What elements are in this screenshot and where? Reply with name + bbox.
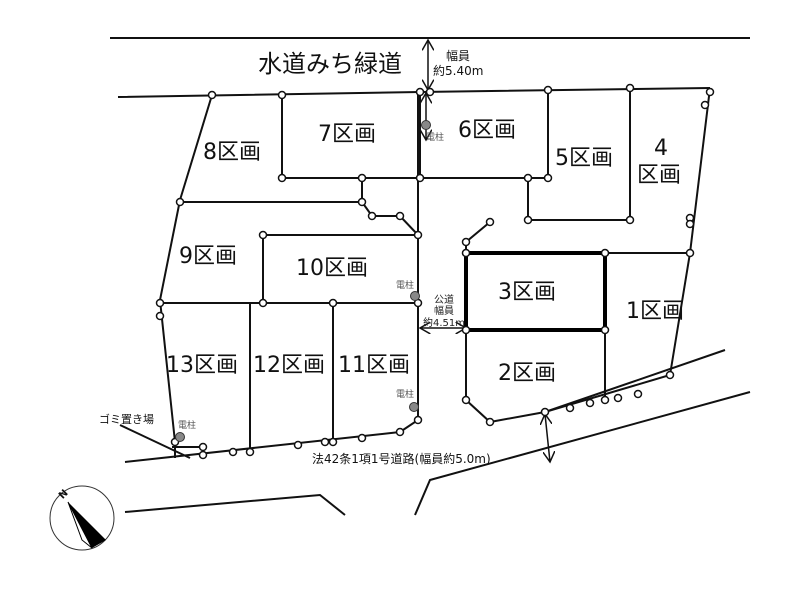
- boundary-marker: [665, 370, 675, 380]
- boundary-marker: [425, 87, 435, 97]
- boundary-marker: [600, 248, 610, 258]
- lot-13: 13区画: [166, 353, 238, 378]
- boundary-marker: [625, 215, 635, 225]
- boundary-marker: [600, 395, 610, 405]
- public-road-width-value: 約4.51m: [423, 318, 466, 329]
- boundary-line: [124, 431, 401, 463]
- lot-1: 1区画: [626, 299, 684, 324]
- lot-11: 11区画: [338, 353, 410, 378]
- boundary-marker: [395, 211, 405, 221]
- boundary-marker: [293, 440, 303, 450]
- boundary-line: [119, 424, 191, 459]
- lot-7: 7区画: [318, 122, 376, 147]
- lot-2: 2区画: [498, 361, 556, 386]
- boundary-marker: [613, 393, 623, 403]
- boundary-marker: [198, 442, 208, 452]
- boundary-line: [544, 349, 726, 413]
- boundary-marker: [415, 173, 425, 183]
- boundary-line: [180, 178, 363, 203]
- utility-pole-label-3: 電柱: [396, 390, 415, 400]
- boundary-marker: [367, 211, 377, 221]
- lot-4-label: 区画: [637, 163, 682, 188]
- road-north-width-value: 約5.40m: [433, 64, 484, 78]
- boundary-marker: [277, 173, 287, 183]
- boundary-marker: [540, 407, 550, 417]
- boundary-marker: [565, 403, 575, 413]
- boundary-marker: [543, 173, 553, 183]
- boundary-marker: [413, 230, 423, 240]
- lot-3-highlight: [464, 251, 607, 332]
- lot-12: 12区画: [253, 353, 325, 378]
- utility-pole-icon: [175, 432, 185, 442]
- boundary-marker: [357, 197, 367, 207]
- boundary-marker: [461, 248, 471, 258]
- boundary-marker: [523, 173, 533, 183]
- boundary-marker: [543, 85, 553, 95]
- boundary-marker: [461, 237, 471, 247]
- boundary-line: [117, 87, 711, 98]
- dimension-arrow: [545, 414, 550, 462]
- boundary-marker: [328, 298, 338, 308]
- boundary-marker: [461, 395, 471, 405]
- boundary-marker: [228, 447, 238, 457]
- boundary-marker: [700, 100, 710, 110]
- utility-pole-icon: [409, 402, 419, 412]
- lot-9: 9区画: [179, 244, 237, 269]
- boundary-line: [399, 92, 419, 433]
- boundary-marker: [633, 389, 643, 399]
- boundary-marker: [328, 437, 338, 447]
- lot-10: 10区画: [296, 256, 368, 281]
- boundary-line: [361, 201, 419, 236]
- boundary-line: [124, 493, 346, 516]
- boundary-marker: [625, 83, 635, 93]
- boundary-marker: [485, 417, 495, 427]
- boundary-marker: [320, 437, 330, 447]
- boundary-marker: [175, 197, 185, 207]
- boundary-marker: [155, 311, 165, 321]
- road-north-width-label: 幅員: [446, 49, 471, 63]
- boundary-marker: [245, 447, 255, 457]
- boundary-marker: [155, 298, 165, 308]
- road-south-name: 法42条1項1号道路(幅員約5.0m): [312, 452, 491, 466]
- boundary-marker: [585, 398, 595, 408]
- boundary-marker: [523, 215, 533, 225]
- boundary-line: [414, 391, 751, 516]
- utility-pole-icon: [410, 291, 420, 301]
- boundary-marker: [485, 217, 495, 227]
- boundary-line: [158, 94, 213, 443]
- lot-8: 8区画: [203, 140, 261, 165]
- boundary-marker: [198, 450, 208, 460]
- utility-pole-label-4: 電柱: [178, 421, 197, 431]
- boundary-marker: [207, 90, 217, 100]
- boundary-marker: [413, 415, 423, 425]
- boundary-marker: [395, 427, 405, 437]
- lot-3: 3区画: [498, 280, 556, 305]
- compass-needle-half-icon: [67, 501, 93, 549]
- utility-pole-icon: [421, 120, 431, 130]
- boundary-marker: [705, 87, 715, 97]
- boundary-marker: [685, 219, 695, 229]
- boundary-marker: [600, 325, 610, 335]
- boundary-marker: [461, 325, 471, 335]
- lot-5: 5区画: [555, 146, 613, 171]
- lot-4-number: 4: [654, 136, 668, 161]
- public-road-width-label: 幅員: [434, 306, 454, 317]
- boundary-marker: [685, 248, 695, 258]
- road-north-name: 水道みち緑道: [258, 50, 402, 78]
- boundary-marker: [415, 87, 425, 97]
- boundary-marker: [277, 90, 287, 100]
- boundary-marker: [357, 173, 367, 183]
- boundary-marker: [258, 230, 268, 240]
- public-road-label: 公道: [434, 295, 454, 306]
- garbage-area-label: ゴミ置き場: [99, 413, 154, 426]
- boundary-marker: [357, 433, 367, 443]
- lot-6: 6区画: [458, 118, 516, 143]
- compass-needle-icon: [68, 502, 106, 548]
- utility-pole-label-2: 電柱: [396, 281, 415, 291]
- boundary-marker: [258, 298, 268, 308]
- utility-pole-label-1: 電柱: [426, 133, 445, 143]
